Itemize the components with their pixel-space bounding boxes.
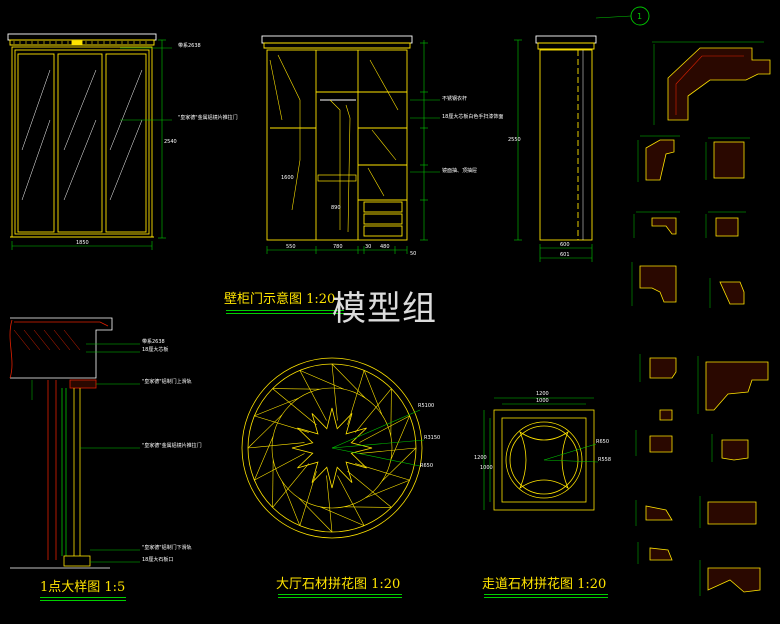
title-detail: 1点大样图 1:5	[40, 580, 126, 595]
detail-one-section	[9, 317, 140, 569]
title-corridor-underline-2	[484, 597, 608, 598]
medallion-ray	[254, 415, 309, 433]
medallion-ray	[272, 459, 274, 508]
medallion-ray	[381, 447, 417, 482]
wardrobe-section	[261, 35, 440, 254]
medallion-ray	[254, 397, 299, 417]
medallion-ray	[298, 497, 333, 533]
medallion-ray	[247, 442, 305, 449]
medallion-ray	[272, 388, 321, 390]
callout-section-2: 18厘大芯板白色手扫漆饰面	[442, 114, 504, 120]
dim-front-height: 2540	[164, 139, 177, 145]
medallion-ray	[299, 370, 327, 421]
medallion-ray	[254, 436, 274, 481]
medallion-ray	[299, 471, 317, 526]
dim-side-width: 600	[560, 242, 570, 248]
medallion-ray	[355, 388, 392, 433]
dim-front-width: 1850	[76, 240, 89, 246]
medallion-ray	[254, 453, 305, 481]
dim-sec-g: 890	[331, 205, 341, 211]
title-hall-underline-2	[278, 597, 402, 598]
medallion-ray	[272, 463, 309, 508]
dim-sec-f: 1600	[281, 175, 294, 181]
dim-sec-a: 550	[286, 244, 296, 250]
title-corridor: 走道石材拼花图 1:20	[482, 577, 607, 592]
title-wardrobe-underline	[226, 310, 344, 311]
title-detail-underline	[40, 597, 126, 598]
medallion-ray	[337, 475, 365, 526]
dim-sec-d: 480	[380, 244, 390, 250]
title-corridor-underline	[484, 594, 608, 595]
medallion-ray	[355, 463, 410, 481]
watermark-text: 模型组	[332, 289, 437, 329]
medallion-ray	[331, 363, 366, 399]
callout-section-1: 不锈钢衣杆	[442, 96, 468, 102]
medallion-ray	[331, 363, 338, 421]
dim-sec-c: 30	[365, 244, 372, 250]
medallion-ray	[359, 447, 417, 454]
svg-text:1: 1	[637, 12, 642, 21]
callout-detail-6: 18厘大石板口	[142, 557, 174, 563]
callout-front-top: 带系2638	[178, 43, 201, 49]
dim-hall-r2: R3150	[424, 435, 441, 441]
corridor-stone-panel	[483, 397, 599, 511]
medallion-ray	[347, 370, 365, 425]
callout-detail-4: "皇家德"金属铝镜片推拉门	[142, 443, 202, 449]
hall-stone-medallion	[241, 357, 425, 539]
dim-corr-h1: 1200	[474, 455, 487, 461]
dim-hall-r1: R5100	[418, 403, 435, 409]
callout-detail-5: "皇家德"铝制门下滑轨	[142, 545, 192, 551]
dim-corr-r2: R558	[598, 457, 612, 463]
medallion-ray	[343, 506, 392, 508]
dim-sec-e: 50	[410, 251, 417, 257]
dim-side-height: 2550	[508, 137, 521, 143]
title-hall-underline	[278, 594, 402, 595]
dim-corr-w1: 1200	[536, 391, 549, 397]
title-hall: 大厅石材拼花图 1:20	[276, 577, 401, 592]
medallion-ray	[281, 481, 301, 526]
title-detail-underline-2	[40, 600, 126, 601]
callout-detail-3: "皇家德"铝制门上滑轨	[142, 379, 192, 385]
callout-section-3: 镜面抽、顶抽屉	[442, 168, 478, 174]
dim-corr-w2: 1000	[536, 398, 549, 404]
dim-hall-r3: R650	[420, 463, 434, 469]
medallion-ray	[272, 388, 317, 425]
medallion-ray	[363, 370, 383, 415]
wardrobe-front-elevation	[7, 33, 172, 250]
dim-sec-b: 780	[333, 244, 343, 250]
callout-detail-2: 18厘大芯板	[142, 347, 169, 353]
medallion-ray	[299, 370, 344, 390]
medallion-ray	[390, 415, 410, 460]
callout-front-door: "皇家德"金属铝镜片推拉门	[178, 115, 238, 121]
medallion-ray	[326, 475, 333, 533]
medallion-ray	[247, 414, 283, 449]
medallion-ray	[347, 471, 392, 508]
callout-detail-1: 带系2638	[142, 339, 165, 345]
medallion-ray	[365, 479, 410, 499]
title-wardrobe-underline-2	[226, 313, 344, 314]
medallion-ray	[390, 388, 392, 437]
dim-corr-h2: 1000	[480, 465, 493, 471]
medallion-ray	[320, 506, 365, 526]
medallion-ray	[359, 415, 410, 443]
moulding-profiles	[631, 41, 771, 596]
dim-side-total: 601	[560, 252, 570, 258]
dim-corr-r1: R650	[596, 439, 610, 445]
wardrobe-side-elevation: 1	[514, 6, 650, 262]
title-wardrobe: 壁柜门示意图 1:20	[224, 292, 336, 307]
